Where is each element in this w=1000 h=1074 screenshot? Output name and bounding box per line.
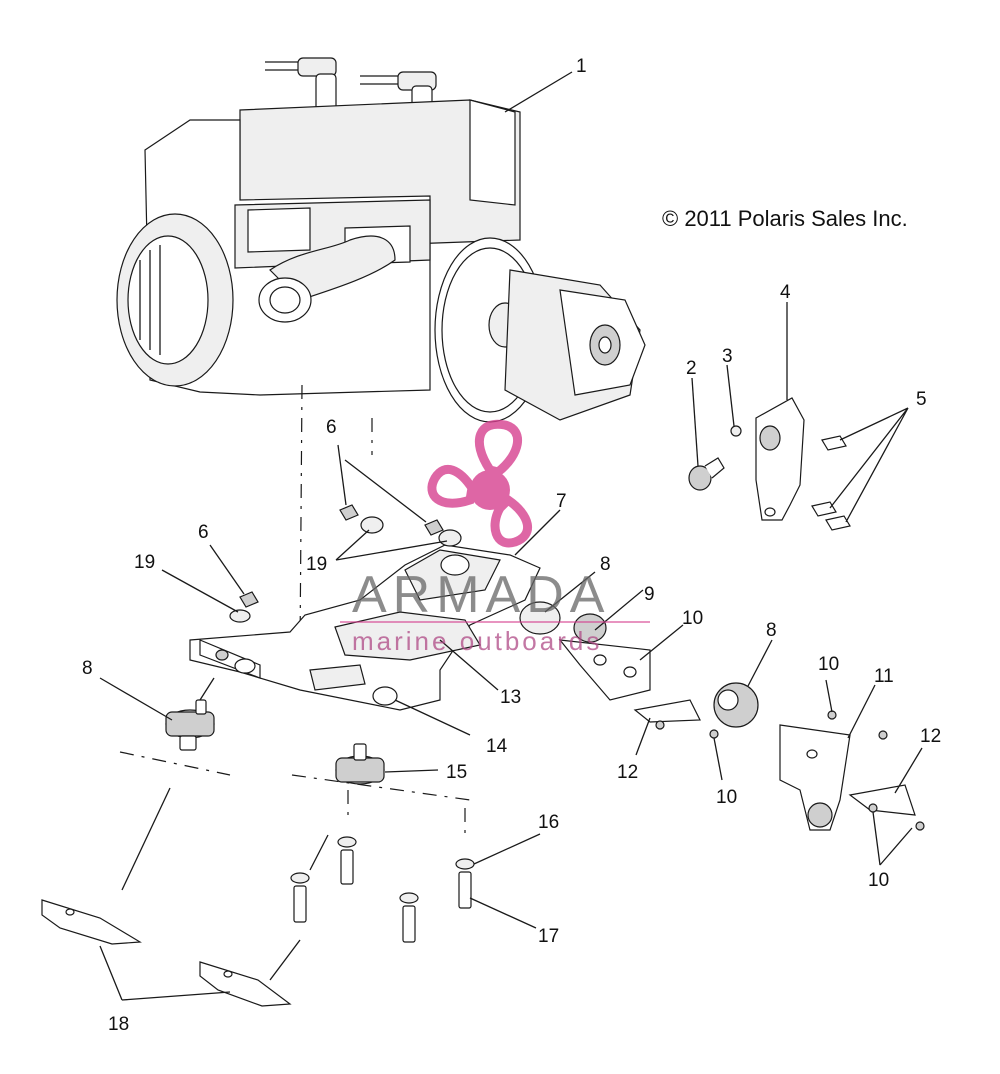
callout-18: 18 xyxy=(108,1014,129,1035)
callout-labels: 1 2 3 4 5 6 6 7 8 8 8 9 10 10 10 10 11 1… xyxy=(82,56,941,1035)
callout-19-left: 19 xyxy=(134,552,155,573)
callout-14: 14 xyxy=(486,736,508,757)
leader-lines xyxy=(99,71,923,1001)
callout-6-left: 6 xyxy=(198,522,209,543)
callout-19-top: 19 xyxy=(306,554,327,575)
copyright-notice: © 2011 Polaris Sales Inc. xyxy=(662,206,908,231)
callout-8-left: 8 xyxy=(82,658,93,679)
callout-6-top: 6 xyxy=(326,417,337,438)
callout-5: 5 xyxy=(916,389,927,410)
rear-brackets xyxy=(558,639,925,831)
callout-13: 13 xyxy=(500,687,521,708)
callout-12-left: 12 xyxy=(617,762,638,783)
engine-assembly xyxy=(116,57,646,423)
callout-16: 16 xyxy=(538,812,559,833)
skid-plates xyxy=(41,899,292,1007)
engine-mount-plate xyxy=(189,504,561,711)
callout-9: 9 xyxy=(644,584,655,605)
callout-12-right: 12 xyxy=(920,726,941,747)
callout-4: 4 xyxy=(780,282,791,303)
callout-1: 1 xyxy=(576,56,587,77)
propeller-hub-icon xyxy=(470,470,510,510)
callout-10-d: 10 xyxy=(868,870,889,891)
bolts-and-washers xyxy=(290,836,475,943)
callout-3: 3 xyxy=(722,346,733,367)
side-bracket-group xyxy=(688,397,851,531)
watermark-tagline: marine outboards xyxy=(352,626,602,656)
callout-7: 7 xyxy=(556,491,567,512)
callout-8-center: 8 xyxy=(600,554,611,575)
callout-11: 11 xyxy=(874,666,894,687)
watermark-brand: ARMADA xyxy=(352,566,610,624)
rubber-mounts xyxy=(165,613,759,785)
callout-17: 17 xyxy=(538,926,559,947)
callout-10-c: 10 xyxy=(716,787,737,808)
callout-15: 15 xyxy=(446,762,467,783)
callout-10-b: 10 xyxy=(818,654,839,675)
callout-10-a: 10 xyxy=(682,608,703,629)
callout-2: 2 xyxy=(686,358,697,379)
callout-8-right: 8 xyxy=(766,620,777,641)
watermark-logo xyxy=(427,419,533,548)
